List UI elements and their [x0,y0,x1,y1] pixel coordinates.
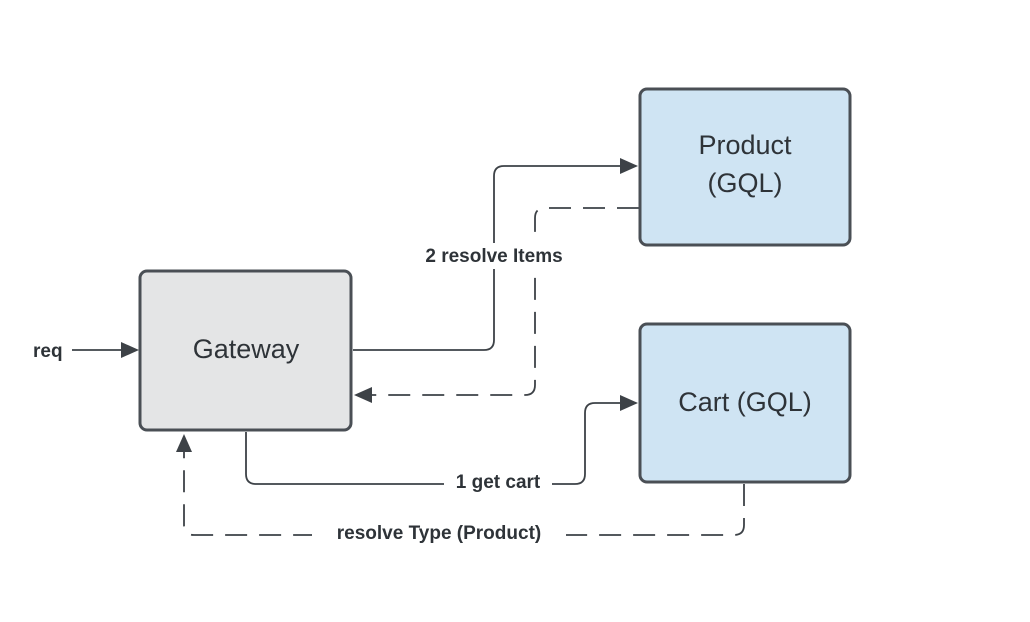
gateway-box [138,269,353,432]
get-cart-edge-label: 1 get cart [456,472,541,493]
get-cart-label-bg [444,470,552,496]
resolve-items-edge-label: 2 resolve Items [425,246,562,267]
get-cart-arrowhead-icon [620,395,638,411]
product-return-edge [354,207,639,403]
resolve-type-label-bg [312,520,566,548]
product-return-edge-line [370,207,639,396]
request-edge-label: req [33,341,63,362]
product-service-label-line2: (GQL) [707,168,782,198]
resolve-type-arrowhead-icon [176,434,192,452]
product-return-arrowhead-icon [354,387,372,403]
cart-service-box [638,322,852,484]
product-service-box [638,87,852,247]
gateway-node: Gateway [138,269,353,432]
resolve-items-label-group: 2 resolve Items [406,243,582,269]
product-service-node: Product (GQL) [638,87,852,247]
cart-service-label: Cart (GQL) [678,387,812,417]
request-arrowhead-icon [121,342,139,358]
get-cart-edge: 1 get cart [245,395,638,496]
resolve-type-edge-label: resolve Type (Product) [337,523,541,544]
resolve-type-edge: resolve Type (Product) [176,434,745,548]
resolve-items-label-bg [406,243,582,269]
cart-service-node: Cart (GQL) [638,322,852,484]
get-cart-edge-line [245,402,622,485]
resolve-items-arrowhead-icon [620,158,638,174]
gateway-label: Gateway [193,334,300,364]
product-service-label-line1: Product [698,130,792,160]
request-edge: req [33,341,139,362]
